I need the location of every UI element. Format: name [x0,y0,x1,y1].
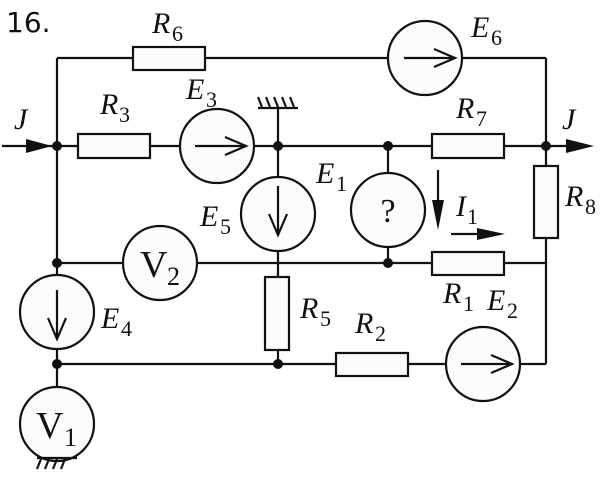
resistor-r7 [430,132,506,160]
svg-text:E: E [470,11,489,44]
svg-text:2: 2 [507,298,518,323]
current-j-in-arrow-icon [26,139,52,153]
svg-text:1: 1 [336,171,347,196]
svg-text:R: R [99,88,118,121]
resistor-r3 [76,132,152,160]
resistor-r1 [430,250,506,277]
source-e4 [18,273,96,351]
problem-number: 16. [6,6,51,39]
label-e5: E 5 [199,200,231,239]
svg-text:E: E [100,302,119,335]
current-j-out-arrow-icon [566,139,594,153]
junction [273,141,283,151]
current-i1-arrow-icon [451,228,505,240]
svg-text:1: 1 [64,423,77,452]
junctions [52,141,551,369]
svg-text:8: 8 [585,194,596,219]
label-r8: R 8 [564,180,596,219]
junction [52,258,62,268]
label-e2: E 2 [486,284,518,323]
label-e4: E 4 [100,302,132,341]
svg-text:6: 6 [491,25,502,50]
label-r1: R 1 [442,277,474,316]
label-r2: R 2 [354,307,386,346]
svg-text:1: 1 [463,291,474,316]
svg-text:2: 2 [375,321,386,346]
junction [541,141,551,151]
svg-text:J: J [14,103,29,136]
svg-text:E: E [486,284,505,317]
svg-text:7: 7 [476,106,487,131]
source-e5 [239,175,317,253]
svg-text:4: 4 [121,316,132,341]
svg-text:R: R [354,307,373,340]
junction [52,141,62,151]
label-r5: R 5 [299,292,331,331]
ground-top-icon [256,96,298,110]
current-arrow-down-icon [432,170,444,230]
svg-text:5: 5 [320,306,331,331]
svg-text:3: 3 [206,87,217,112]
junction [383,258,393,268]
svg-text:E: E [185,73,204,106]
voltmeter-v2: V 2 [121,224,199,302]
svg-text:6: 6 [172,21,183,46]
svg-text:V: V [36,405,64,447]
resistor-r6 [131,45,207,72]
junction [273,359,283,369]
label-r3: R 3 [99,88,130,127]
svg-text:1: 1 [467,204,478,229]
label-i1: I 1 [455,190,478,229]
voltmeter-v1: V 1 [18,385,96,463]
label-e3: E 3 [185,73,217,112]
svg-text:3: 3 [119,102,130,127]
source-e2 [444,325,522,403]
label-r7: R 7 [455,92,487,131]
label-e6: E 6 [470,11,502,50]
junction [383,141,393,151]
svg-text:E: E [199,200,218,233]
label-e1: E 1 [315,157,347,196]
svg-text:2: 2 [167,262,180,291]
label-j-in: J [14,103,29,136]
source-e6 [386,19,464,97]
svg-text:E: E [315,157,334,190]
svg-text:5: 5 [220,214,231,239]
label-r6: R 6 [151,7,183,46]
resistor-r2 [334,351,410,378]
svg-text:V: V [140,244,168,286]
resistor-r5 [263,275,291,352]
source-e1-unknown: ? [349,171,427,249]
svg-text:J: J [562,103,577,136]
svg-text:R: R [151,7,170,40]
junction [52,359,62,369]
label-j-out: J [562,103,577,136]
resistor-r8 [532,164,560,240]
svg-text:R: R [455,92,474,125]
svg-text:R: R [442,277,461,310]
ground-bottom-icon [35,456,77,470]
svg-text:R: R [564,180,583,213]
svg-text:I: I [455,190,468,223]
svg-text:R: R [299,292,318,325]
unknown-symbol: ? [380,193,395,230]
source-e3 [178,107,256,185]
